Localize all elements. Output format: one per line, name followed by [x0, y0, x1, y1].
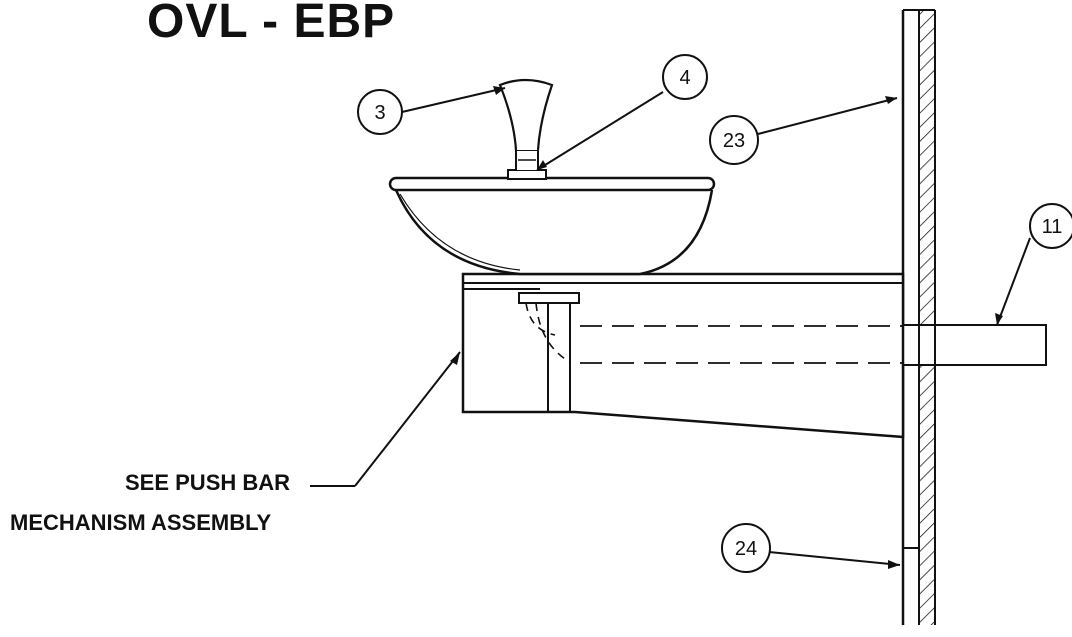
- drawing-title: OVL - EBP: [147, 0, 396, 48]
- note-line-2: MECHANISM ASSEMBLY: [10, 510, 272, 535]
- callout-3-label: 3: [374, 102, 385, 124]
- callout-24: 24: [721, 523, 771, 573]
- fountain-bowl: [388, 176, 716, 276]
- fountain-housing: [461, 272, 905, 439]
- callout-23: 23: [709, 115, 759, 165]
- bubbler-nozzle: [498, 78, 554, 180]
- leader-arrowheads: [450, 86, 1003, 569]
- callout-11: 11: [1029, 203, 1072, 249]
- callout-11-label: 11: [1042, 216, 1063, 238]
- callout-4-label: 4: [679, 67, 690, 89]
- leader-lines: [310, 87, 1031, 566]
- callout-4: 4: [662, 54, 708, 100]
- bracket-arm: [902, 324, 1047, 366]
- callout-23-label: 23: [723, 130, 745, 152]
- callout-3: 3: [357, 89, 403, 135]
- note-line-1: SEE PUSH BAR: [125, 470, 291, 495]
- wall: [901, 9, 936, 625]
- callout-24-label: 24: [735, 538, 757, 560]
